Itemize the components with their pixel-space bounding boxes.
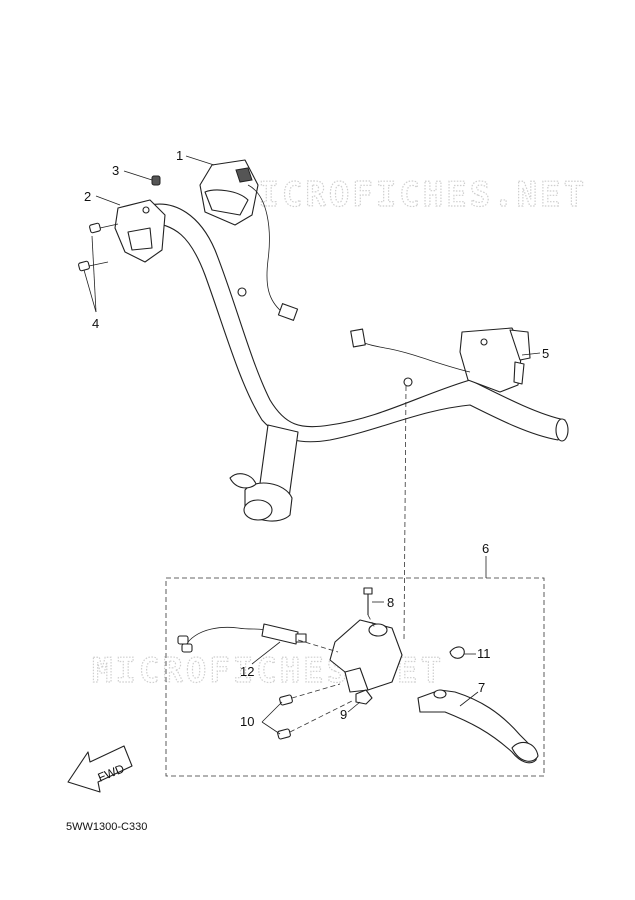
- brake-lever: [417, 689, 539, 764]
- switch-upper-housing: [199, 159, 299, 321]
- reference-code: 5WW1300-C330: [66, 821, 147, 833]
- callout-5: 5: [542, 346, 549, 361]
- leader-4b: [83, 269, 97, 313]
- callout-2: 2: [84, 189, 91, 204]
- right-switch-housing: [350, 327, 531, 393]
- part-8-bolt: [363, 587, 376, 629]
- part-3-screw: [151, 175, 161, 186]
- leader-5: [521, 352, 541, 356]
- watermark-top: MICROFICHES.NET: [235, 175, 587, 215]
- fwd-arrow: FWD: [67, 745, 133, 793]
- callout-11: 11: [477, 646, 491, 661]
- part-11-clip: [449, 646, 465, 659]
- leader-7: [459, 691, 479, 707]
- part-9-nut: [355, 689, 373, 705]
- leader-9: [347, 701, 361, 713]
- brake-switch: [177, 623, 307, 653]
- leader-3: [123, 170, 153, 181]
- callout-8: 8: [387, 595, 394, 610]
- callout-9: 9: [340, 707, 347, 722]
- callout-10: 10: [240, 714, 254, 729]
- callout-6: 6: [482, 541, 489, 556]
- lever-bracket: [297, 619, 403, 693]
- handlebar-assembly: [147, 203, 569, 522]
- switch-lower-housing: [114, 199, 166, 263]
- part-10-screws: [277, 683, 355, 740]
- leader-2: [95, 195, 121, 206]
- callout-3: 3: [112, 163, 119, 178]
- lever-group-box: [165, 577, 545, 777]
- leader-12: [251, 641, 281, 665]
- callout-7: 7: [478, 680, 485, 695]
- leader-10b: [261, 721, 281, 735]
- mount-guide-line: [403, 385, 407, 641]
- callout-4: 4: [92, 316, 99, 331]
- callout-12: 12: [240, 664, 254, 679]
- leader-1: [185, 155, 215, 166]
- callout-1: 1: [176, 148, 183, 163]
- leader-10a: [261, 701, 283, 723]
- leader-4a: [91, 235, 97, 313]
- part-4-screws: [78, 222, 119, 272]
